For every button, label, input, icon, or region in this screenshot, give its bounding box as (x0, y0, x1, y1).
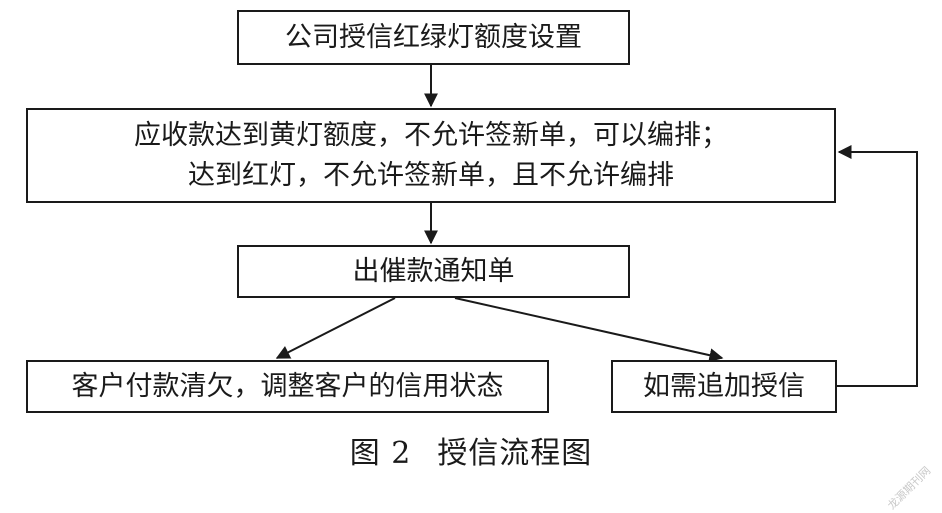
figure-caption: 图 2 授信流程图 (0, 428, 942, 472)
node-customer-payment-label: 客户付款清欠，调整客户的信用状态 (71, 370, 504, 402)
node-limit-rules-line1: 应收款达到黄灯额度，不允许签新单，可以编排； (134, 120, 728, 152)
node-limit-rules-line2: 达到红灯，不允许签新单，且不允许编排 (188, 159, 674, 191)
node-additional-credit: 如需追加授信 (611, 360, 837, 413)
node-credit-limit-setup-label: 公司授信红绿灯额度设置 (285, 21, 582, 53)
node-limit-rules: 应收款达到黄灯额度，不允许签新单，可以编排； 达到红灯，不允许签新单，且不允许编… (26, 108, 836, 203)
figure-title: 授信流程图 (437, 436, 593, 471)
arrow-notice-to-pay (275, 297, 396, 359)
node-credit-limit-setup: 公司授信红绿灯额度设置 (237, 10, 630, 65)
node-payment-notice: 出催款通知单 (237, 245, 630, 298)
arrow-extra-back-to-rules (837, 145, 918, 387)
node-payment-notice-label: 出催款通知单 (352, 255, 515, 287)
arrow-notice-to-extra (454, 297, 724, 363)
node-additional-credit-label: 如需追加授信 (643, 370, 805, 402)
figure-number: 图 2 (349, 436, 412, 471)
node-customer-payment: 客户付款清欠，调整客户的信用状态 (26, 360, 549, 413)
flow-arrows (275, 65, 918, 387)
